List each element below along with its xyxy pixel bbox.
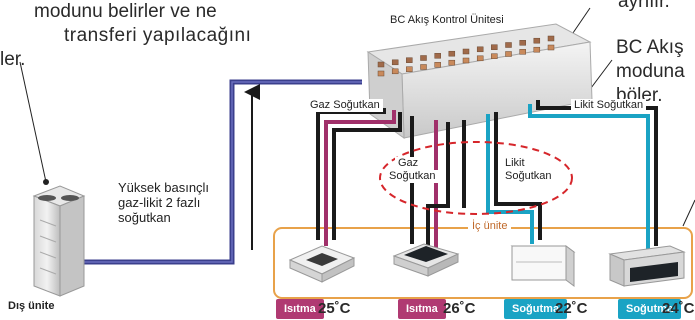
high-pressure-label-1: Yüksek basınçlı xyxy=(118,180,210,195)
pipe-unit4-black xyxy=(536,100,658,246)
bc-connector-stub xyxy=(391,59,399,66)
bc-connector-stub xyxy=(533,46,541,53)
high-pressure-label-3: soğutkan xyxy=(118,210,171,225)
right-text-line-1: BC Akış xyxy=(616,37,684,58)
pipe-unit1-black-2 xyxy=(332,112,402,240)
temperature-unit-1: 25˚C xyxy=(318,300,351,317)
bc-connector-stub xyxy=(505,42,512,48)
mode-badge-unit-1: Isıtma xyxy=(276,299,324,319)
high-pressure-label-2: gaz-likit 2 fazlı xyxy=(118,195,201,210)
bc-unit-title: BC Akış Kontrol Ünitesi xyxy=(390,14,504,26)
liquid-refrigerant-center-1: Likit xyxy=(502,157,528,170)
temperature-unit-3: 22˚C xyxy=(555,300,588,317)
temperature-unit-4: 24˚C xyxy=(662,300,695,317)
gas-refrigerant-label-left: Gaz Soğutkan xyxy=(307,99,383,112)
bc-connector-stub xyxy=(406,57,413,63)
bc-connector-stub xyxy=(519,40,526,46)
main-refrigerant-line-inner xyxy=(84,81,362,263)
intro-text-line-1: modunu belirler ve ne xyxy=(34,1,217,22)
bc-connector-stub xyxy=(448,59,456,66)
outdoor-unit-illustration xyxy=(32,185,86,297)
leader-line-left xyxy=(19,61,47,183)
bc-connector-stub xyxy=(547,35,555,42)
mode-badge-unit-3: Soğutma xyxy=(504,299,568,319)
bc-connector-stub xyxy=(420,64,427,70)
mode-badge-unit-4: Soğutma xyxy=(618,299,682,319)
bc-connector-stub xyxy=(462,57,470,64)
pipe-unit2-black-2 xyxy=(426,122,450,246)
temperature-unit-2: 26˚C xyxy=(443,300,476,317)
bc-connector-stub xyxy=(476,55,484,62)
bc-connector-stub xyxy=(377,61,385,68)
bc-connector-stub xyxy=(391,68,399,75)
outdoor-unit-label: Dış ünite xyxy=(8,300,55,312)
indoor-unit-label: İç ünite xyxy=(468,220,512,233)
pipe-unit3-black xyxy=(494,112,542,240)
indoor-unit-3-floor xyxy=(510,245,576,287)
bc-connector-stub xyxy=(420,55,427,61)
leader-dot-left xyxy=(43,179,49,185)
bc-connector-stub xyxy=(434,62,441,68)
bc-connector-stub xyxy=(533,37,541,44)
right-text-line-2: moduna xyxy=(616,61,685,82)
bc-connector-stub xyxy=(462,48,470,55)
bc-connector-stub xyxy=(448,50,456,57)
bc-connector-stub xyxy=(434,53,441,59)
bc-connector-stub xyxy=(406,66,413,72)
gas-refrigerant-center-2: Soğutkan xyxy=(386,170,439,183)
indoor-unit-2-cassette xyxy=(392,243,460,277)
bc-connector-stub xyxy=(547,44,555,51)
gas-refrigerant-center-1: Gaz xyxy=(395,157,422,170)
liquid-refrigerant-label-right: Likit Soğutkan xyxy=(571,99,647,112)
indoor-unit-4-ducted xyxy=(608,245,686,287)
bc-connector-stub xyxy=(476,46,484,53)
intro-text-line-3: ler. xyxy=(0,49,26,70)
bc-connector-stub xyxy=(519,49,526,55)
mode-badge-unit-2: Isıtma xyxy=(398,299,446,319)
liquid-refrigerant-center-2: Soğutkan xyxy=(502,170,555,183)
center-dashed-loop xyxy=(379,141,573,215)
bc-connector-stub xyxy=(377,70,385,77)
pipe-unit4-cooling xyxy=(528,104,650,250)
leader-line-right-bottom xyxy=(682,199,695,227)
indoor-unit-1-cassette xyxy=(288,245,356,283)
pipe-unit1-black xyxy=(316,108,386,240)
bc-connector-stub xyxy=(491,44,498,50)
bc-connector-stub xyxy=(505,51,512,57)
intro-text-line-2: transferi yapılacağını xyxy=(64,25,252,46)
right-fragment-top: ayrılır. xyxy=(618,0,670,12)
bc-connector-stub xyxy=(491,53,498,59)
pipe-unit1-heating xyxy=(324,110,396,246)
